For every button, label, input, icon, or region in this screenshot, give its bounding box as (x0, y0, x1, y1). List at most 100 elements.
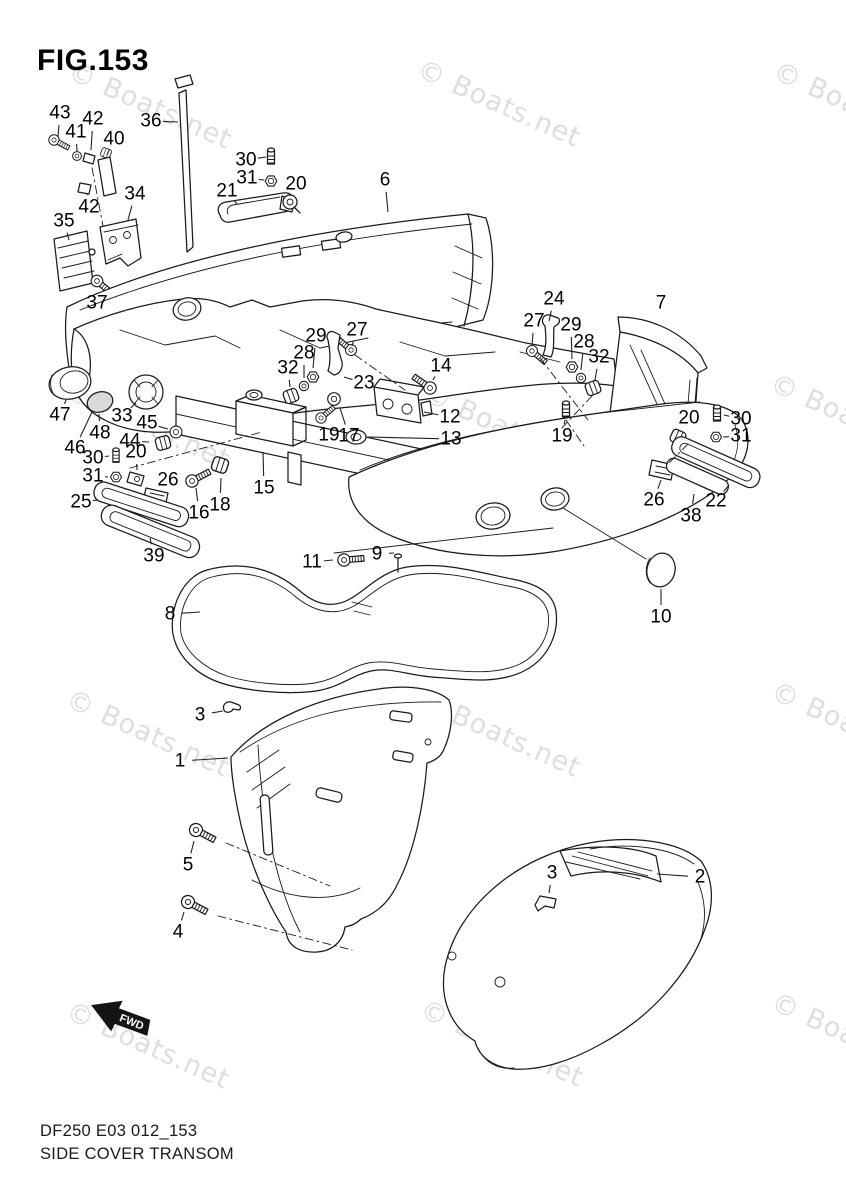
part-number-callout: 31 (82, 465, 104, 487)
leader-line (343, 376, 353, 381)
part-number-callout: 42 (82, 108, 104, 130)
part-number-callout: 45 (136, 412, 158, 434)
part-number-callout: 20 (125, 441, 147, 463)
right-parts-cluster (523, 314, 761, 495)
leader-line (104, 455, 110, 458)
part-number-callout: 20 (285, 173, 307, 195)
part-number-callout: 26 (643, 489, 665, 511)
center-parts (281, 330, 440, 445)
part-number-callout: 46 (64, 437, 86, 459)
leader-line (692, 493, 695, 505)
part-number-callout: 22 (705, 490, 727, 512)
figure-name: SIDE COVER TRANSOM (40, 1145, 234, 1164)
part-number-callout: 28 (293, 342, 315, 364)
figure-code: DF250 E03 012_153 (40, 1122, 198, 1140)
leader-line (262, 451, 265, 477)
leader-line (106, 149, 110, 156)
leader-line (312, 347, 316, 369)
part-number-callout: 41 (65, 121, 87, 143)
part-number-callout: 4 (172, 921, 184, 943)
leader-line (190, 840, 195, 854)
part-number-callout: 39 (143, 545, 165, 567)
leader-line (432, 376, 436, 381)
leader-line (258, 178, 265, 181)
part-number-callout: 5 (182, 854, 194, 876)
part-number-callout: 16 (188, 502, 210, 524)
part-number-callout: 14 (430, 355, 452, 377)
leader-line (563, 419, 566, 425)
part-number-callout: 25 (70, 491, 92, 513)
part-number-callout: 32 (588, 346, 610, 368)
part-number-callout: 42 (78, 196, 100, 218)
part-number-callout: 48 (89, 422, 111, 444)
part-number-callout: 21 (216, 180, 238, 202)
part-number-callout: 30 (82, 447, 104, 469)
leader-line (580, 353, 584, 371)
leader-line (723, 414, 730, 417)
leader-lines-layer (57, 120, 730, 921)
leader-line (149, 537, 152, 545)
part-number-callout: 11 (302, 551, 322, 573)
leader-line (191, 757, 229, 761)
grip-handle-21 (217, 147, 301, 223)
leader-line (57, 124, 60, 138)
part-number-callout: 32 (277, 357, 299, 379)
leader-line (656, 873, 689, 877)
leader-line (130, 402, 137, 409)
part-number-callout: 24 (543, 288, 565, 310)
leader-line (181, 611, 201, 614)
part-number-callout: 31 (730, 425, 752, 447)
left-parts-cluster (48, 366, 263, 559)
part-number-callout: 35 (53, 210, 75, 232)
part-number-callout: 27 (523, 310, 545, 332)
part-number-callout: 15 (253, 477, 275, 499)
part-number-callout: 38 (680, 505, 702, 527)
gasket-8 (171, 527, 558, 694)
part-number-callout: 20 (678, 407, 700, 429)
part-number-callout: 40 (103, 128, 125, 150)
part-number-callout: 43 (49, 102, 71, 124)
transom-plate-15 (175, 389, 427, 504)
leader-line (257, 156, 267, 159)
leader-line (548, 310, 552, 322)
part-number-callout: 30 (730, 408, 752, 430)
leader-line (92, 499, 99, 502)
leader-line (339, 407, 346, 425)
leader-line (351, 341, 354, 347)
part-number-callout: 1 (174, 750, 186, 772)
leader-line (195, 487, 199, 502)
part-number-callout: 29 (560, 314, 582, 336)
leader-line (423, 411, 439, 416)
round-cap-10 (562, 507, 676, 588)
leader-line (63, 399, 67, 405)
leader-line (211, 710, 224, 714)
leader-line (548, 884, 551, 894)
figure-footer: DF250 E03 012_153 SIDE COVER TRANSOM (40, 1120, 234, 1166)
leader-line (162, 120, 179, 123)
part-number-callout: 9 (371, 543, 383, 565)
part-number-callout: 19 (551, 425, 573, 447)
leader-line (367, 436, 440, 440)
part-number-callout: 37 (86, 292, 108, 314)
leader-line (385, 191, 389, 213)
part-number-callout: 18 (209, 494, 231, 516)
part-number-callout: 30 (235, 149, 257, 171)
part-number-callout: 7 (655, 292, 667, 314)
side-cover-2 (442, 838, 713, 1070)
part-number-callout: 23 (353, 372, 375, 394)
leader-line (594, 368, 598, 381)
side-cover-1 (178, 686, 453, 953)
leader-line (657, 479, 662, 489)
part-number-callout: 44 (119, 430, 141, 452)
part-number-callout: 28 (573, 331, 595, 353)
leader-line (531, 332, 534, 347)
leader-line (90, 130, 93, 151)
leader-line (158, 425, 169, 430)
part-number-callout: 36 (140, 110, 162, 132)
part-number-callout: 3 (194, 704, 206, 726)
bracket-cluster-top-left (46, 132, 142, 299)
part-number-callout: 2 (694, 866, 706, 888)
